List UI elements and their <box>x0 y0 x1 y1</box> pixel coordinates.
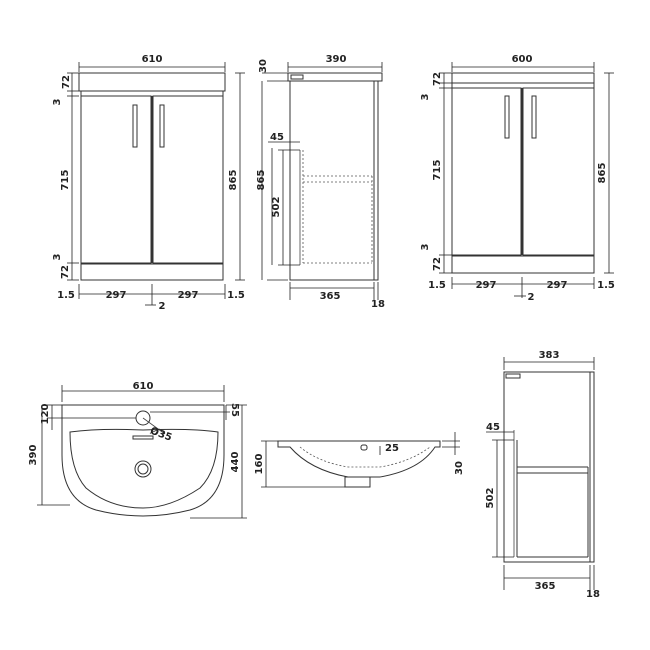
alt-handle-left <box>504 95 510 139</box>
alt-plinth-label: 72 <box>432 257 443 271</box>
front-width-label: 610 <box>142 54 163 65</box>
basin-bowl <box>69 428 219 509</box>
alt-left-side-label: 1.5 <box>428 280 446 291</box>
front-door-gap-label: 2 <box>159 301 166 312</box>
basin-side-outline <box>277 440 441 478</box>
side-top <box>287 72 383 82</box>
basin-side-view: 160 25 30 <box>254 432 465 488</box>
basin-depth-rear-label: 390 <box>28 445 39 466</box>
side-depth-label: 390 <box>326 54 347 65</box>
basin-side-waste <box>344 476 371 488</box>
front-door-right-label: 297 <box>178 290 199 301</box>
front-door-left-label: 297 <box>106 290 127 301</box>
alt-side-door-thickness-label: 18 <box>586 589 600 600</box>
front-plinth-label: 72 <box>60 265 71 279</box>
front-door-left <box>80 95 152 264</box>
alt-handle-right <box>531 95 537 139</box>
front-left-side-label: 1.5 <box>57 290 75 301</box>
alt-door-height-label: 715 <box>432 160 443 181</box>
side-body-depth-label: 365 <box>320 291 341 302</box>
basin-outline <box>61 404 225 517</box>
side-view: 390 30 865 45 502 365 18 <box>256 54 385 310</box>
alt-gap-bottom-label: 3 <box>420 243 431 250</box>
front-right-side-label: 1.5 <box>227 290 245 301</box>
basin-top-view: 610 120 390 55 Ø35 440 <box>28 381 247 519</box>
alt-right-side-label: 1.5 <box>597 280 615 291</box>
side-shelf-height-label: 502 <box>271 197 282 218</box>
basin-width-label: 610 <box>133 381 154 392</box>
side-shelf-offset-label: 45 <box>270 132 284 143</box>
alt-width-label: 600 <box>512 54 533 65</box>
basin-rim-to-tap-label: 55 <box>229 403 240 417</box>
alt-door-right-label: 297 <box>547 280 568 291</box>
side-top-thickness-label: 30 <box>258 59 269 73</box>
front-handle-left <box>132 104 138 148</box>
front-handle-right <box>159 104 165 148</box>
basin-side-rim-label: 25 <box>385 443 399 454</box>
basin-tap-hole-label: Ø35 <box>148 425 173 444</box>
basin-depth-front-label: 440 <box>230 452 241 473</box>
alt-door-left-label: 297 <box>476 280 497 291</box>
side-logo <box>290 74 304 80</box>
front-top-slab-label: 72 <box>61 75 72 89</box>
basin-side-lip-label: 30 <box>454 461 465 475</box>
front-door-height-label: 715 <box>60 170 71 191</box>
alt-gap-top-label: 3 <box>420 93 431 100</box>
side-view-alt: 383 45 502 365 18 <box>485 350 600 600</box>
front-view-alt: 600 72 3 715 3 72 865 1.5 297 297 1.5 2 <box>420 54 615 303</box>
front-top-slab <box>78 72 226 92</box>
alt-side-body <box>503 371 595 563</box>
basin-side-overflow <box>360 444 368 451</box>
alt-side-body-depth-label: 365 <box>535 581 556 592</box>
alt-top-slab-label: 72 <box>432 72 443 86</box>
alt-height-label: 865 <box>597 163 608 184</box>
alt-door-left <box>451 87 522 256</box>
front-gap-bottom-label: 3 <box>52 253 63 260</box>
front-gap-top-label: 3 <box>52 98 63 105</box>
alt-door-right <box>522 87 595 256</box>
basin-side-height-label: 160 <box>254 454 265 475</box>
alt-side-shelf-offset-label: 45 <box>486 422 500 433</box>
side-body <box>289 80 379 281</box>
front-height-label: 865 <box>228 170 239 191</box>
front-view: 610 72 3 715 3 72 865 1.5 297 297 1.5 2 <box>52 54 245 312</box>
side-height-label: 865 <box>256 170 267 191</box>
basin-waste <box>134 460 152 478</box>
basin-tap-offset-label: 120 <box>40 404 51 425</box>
basin-overflow <box>132 435 154 440</box>
alt-side-depth-label: 383 <box>539 350 560 361</box>
alt-side-shelf-height-label: 502 <box>485 488 496 509</box>
alt-side-logo <box>505 373 521 379</box>
alt-top-slab <box>451 72 595 84</box>
front-door-right <box>152 95 224 264</box>
alt-door-gap-label: 2 <box>528 292 535 303</box>
side-door-thickness-label: 18 <box>371 299 385 310</box>
